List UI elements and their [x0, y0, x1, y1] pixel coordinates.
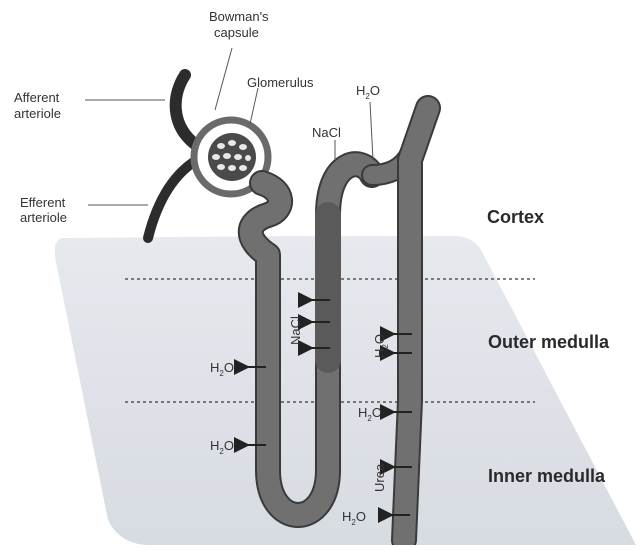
urea-label: Urea [372, 463, 387, 492]
glomerulus-label: Glomerulus [247, 75, 314, 90]
zone-inner-medulla: Inner medulla [488, 466, 606, 486]
medulla-region [55, 236, 636, 545]
svg-text:H2O: H2O [356, 83, 380, 101]
bowmans-capsule-label-1: Bowman's [209, 9, 269, 24]
zone-outer-medulla: Outer medulla [488, 332, 610, 352]
afferent-label-2: arteriole [14, 106, 61, 121]
efferent-arteriole [148, 158, 200, 238]
glomerulus [208, 133, 256, 181]
h2o-top-label: H2O [356, 83, 380, 101]
bowmans-capsule-label-2: capsule [214, 25, 259, 40]
nacl-vertical-label: NaCl [288, 316, 303, 345]
zone-cortex: Cortex [487, 207, 544, 227]
afferent-label-1: Afferent [14, 90, 60, 105]
nacl-top-label: NaCl [312, 125, 341, 140]
efferent-label-1: Efferent [20, 195, 66, 210]
afferent-arteriole [176, 75, 196, 145]
efferent-label-2: arteriole [20, 210, 67, 225]
